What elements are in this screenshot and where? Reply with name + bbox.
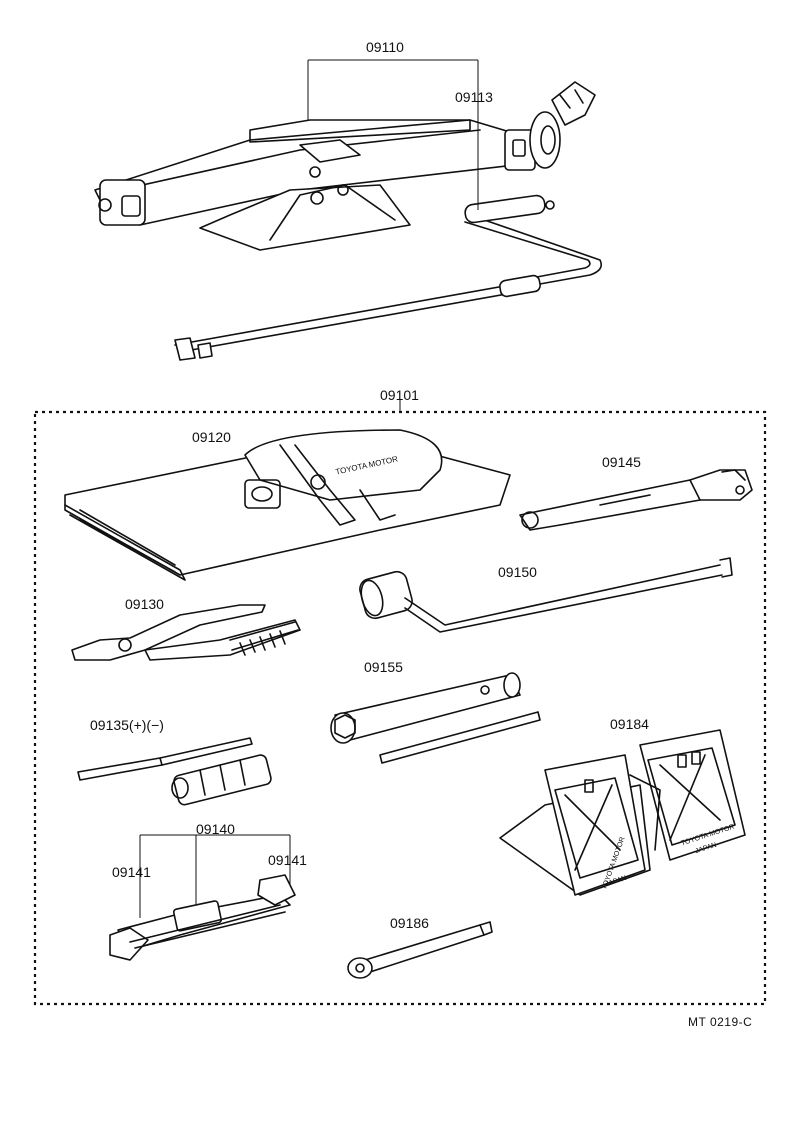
label-spanner-set: 09140: [196, 821, 235, 837]
label-spanner-right: 09141: [268, 852, 307, 868]
tool-bag: [64, 429, 511, 581]
label-adjustable-wrench: 09145: [602, 454, 641, 470]
adjustable-wrench: [519, 469, 753, 531]
label-tool-bag: 09120: [192, 429, 231, 445]
wheel-chocks: [499, 729, 746, 896]
leader-lines-top: [307, 59, 479, 210]
figure-code: MT 0219-C: [688, 1015, 753, 1029]
scissor-jack: [94, 81, 596, 251]
label-plug-wrench: 09155: [364, 659, 403, 675]
label-jack-handle: 09113: [455, 89, 493, 105]
lug-wrench: [359, 557, 733, 633]
label-tool-set: 09101: [380, 387, 419, 403]
label-screwdriver: 09135(+)(−): [90, 717, 164, 733]
hook-tool: [347, 921, 493, 979]
label-lug-wrench: 09150: [498, 564, 537, 580]
label-wheel-chock: 09184: [610, 716, 649, 732]
label-jack: 09110: [366, 39, 404, 55]
screwdriver: [77, 737, 272, 806]
spanner-set: [109, 834, 296, 961]
jack-handle: [174, 194, 603, 361]
pliers: [71, 604, 301, 661]
plug-wrench: [330, 672, 541, 764]
label-pliers: 09130: [125, 596, 164, 612]
label-spanner-left: 09141: [112, 864, 151, 880]
label-hook-tool: 09186: [390, 915, 429, 931]
